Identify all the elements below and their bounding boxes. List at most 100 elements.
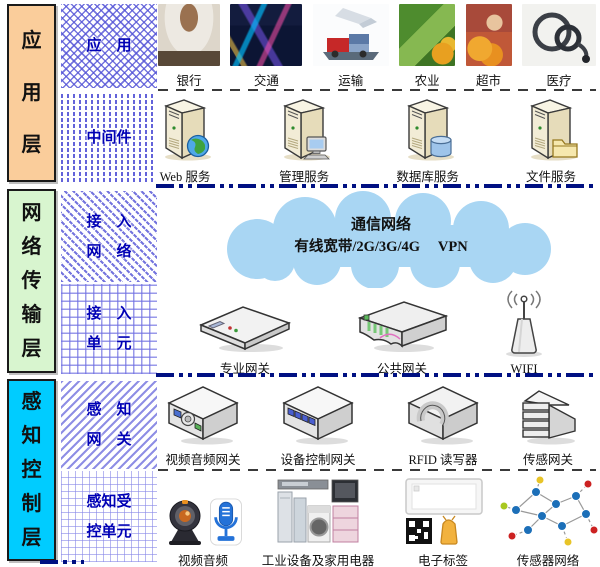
- wifi-label: WIFI: [510, 362, 538, 376]
- sensor-gateway-label: 传感网关: [522, 453, 573, 467]
- device-control-gateway-icon: [282, 386, 354, 445]
- av-devices-label: 视频音频: [177, 554, 228, 567]
- applications-row: 银行 交通 运输 农业: [158, 4, 596, 89]
- sublayer-access-network: 接 入 网 络: [61, 191, 157, 282]
- middleware-row: Web 服务 管理服务 数据库服务: [158, 96, 578, 185]
- server-database-icon: [406, 99, 455, 162]
- sublayer-controlled-unit-line2: 控单元: [86, 522, 132, 540]
- sublayer-access-unit-line1: 接 入: [86, 305, 132, 322]
- service-web: Web 服务: [158, 96, 212, 185]
- dev-av: 视频音频: [165, 476, 242, 567]
- perception-devices-row: 视频音频 工业设备及家用电器: [158, 476, 598, 567]
- application-agriculture: 农业: [399, 4, 456, 89]
- sublayer-access-network-line1: 接 入: [86, 212, 132, 230]
- sublayer-perception-gateway-line1: 感 知: [86, 401, 132, 418]
- qr-code-icon: [406, 518, 432, 544]
- application-logistics: 运输: [312, 4, 389, 89]
- gw-device-control: 设备控制网关: [278, 381, 358, 468]
- dev-appliances: 工业设备及家用电器: [261, 476, 375, 567]
- file-service-label: 文件服务: [525, 170, 576, 184]
- medical-label: 医疗: [546, 74, 572, 88]
- sensor-network-label: 传感器网络: [516, 554, 580, 567]
- supermarket-photo: [465, 4, 512, 66]
- sublayer-application-label: 应 用: [86, 37, 132, 54]
- agriculture-photo: [399, 4, 456, 66]
- layer-application-label: 应用层: [21, 30, 42, 156]
- sublayer-access-unit-line2: 单 元: [86, 335, 132, 352]
- bank-photo: [158, 4, 220, 66]
- database-service-label: 数据库服务: [396, 170, 459, 184]
- separator-dashed-2: [158, 469, 596, 471]
- device-control-gateway-label: 设备控制网关: [280, 453, 356, 467]
- microphone-icon: [209, 498, 242, 546]
- management-service-label: 管理服务: [279, 170, 330, 184]
- sublayer-perception-gateway: 感 知 网 关: [61, 381, 157, 469]
- service-management: 管理服务: [277, 96, 331, 185]
- sublayer-middleware: 中间件: [61, 92, 157, 184]
- unit-wifi: WIFI: [496, 288, 552, 377]
- communication-cloud: 通信网络 有线宽带/2G/3G/4G VPN: [195, 191, 567, 288]
- gw-rfid: RFID 读写器: [403, 381, 483, 468]
- medical-photo: [521, 4, 596, 66]
- sublayer-access-unit: 接 入 单 元: [61, 284, 157, 374]
- cloud-icon: [227, 191, 551, 288]
- service-database: 数据库服务: [396, 96, 459, 185]
- separator-blue-bottom-partial: [40, 560, 84, 564]
- application-traffic: 交通: [230, 4, 303, 89]
- access-units-row: 专业网关 公共网关: [158, 288, 598, 377]
- sublayer-application: 应 用: [61, 4, 157, 88]
- tag-icon: [440, 515, 458, 545]
- av-gateway-label: 视频音频网关: [165, 453, 241, 467]
- separator-blue-2: [156, 373, 598, 377]
- layer-perception-control-label: 感知控制层: [21, 391, 42, 549]
- webcam-mic-icon: [165, 498, 242, 546]
- av-gateway-icon: [167, 386, 239, 445]
- sensor-gateway-icon: [522, 390, 576, 445]
- server-folder-icon: [530, 99, 578, 162]
- webcam-icon: [168, 500, 201, 545]
- logistics-label: 运输: [338, 74, 364, 88]
- server-globe-icon: [164, 99, 212, 162]
- public-gateway-label: 公共网关: [376, 362, 427, 376]
- layer-network-transport-label: 网络传输层: [21, 202, 42, 360]
- supermarket-label: 超市: [476, 74, 502, 88]
- gw-sensor: 传感网关: [513, 381, 583, 468]
- unit-pro-gateway: 专业网关: [193, 288, 297, 377]
- separator-dashed-1: [158, 89, 596, 91]
- web-service-label: Web 服务: [159, 170, 211, 184]
- traffic-photo: [230, 4, 303, 66]
- rfid-reader-icon: [407, 386, 479, 445]
- appliances-label: 工业设备及家用电器: [261, 554, 375, 567]
- sublayer-perception-controlled-unit: 感知受 控单元: [61, 471, 157, 562]
- appliances-icon: [277, 479, 359, 543]
- sensor-network-icon: [499, 476, 598, 546]
- unit-public-gateway: 公共网关: [352, 288, 452, 377]
- perception-gateways-row: 视频音频网关 设备控制网关: [158, 381, 598, 468]
- pro-gateway-label: 专业网关: [219, 362, 270, 376]
- router-icon: [357, 301, 449, 352]
- traffic-label: 交通: [253, 74, 279, 88]
- dev-etag: 电子标签: [397, 476, 489, 567]
- wifi-antenna-icon: [506, 290, 542, 357]
- etag-qrcode-icon: [405, 478, 483, 545]
- application-medical: 医疗: [521, 4, 596, 89]
- sublayer-perception-gateway-line2: 网 关: [86, 431, 132, 448]
- cloud-title: 通信网络: [350, 217, 411, 233]
- sublayer-controlled-unit-line1: 感知受: [86, 492, 132, 510]
- dev-sensor-network: 传感器网络: [498, 476, 598, 567]
- server-monitor-icon: [283, 99, 331, 162]
- stethoscope-illustration: [532, 12, 590, 63]
- sublayer-middleware-label: 中间件: [86, 129, 132, 146]
- etag-label: 电子标签: [417, 554, 468, 567]
- layer-application: 应用层: [7, 4, 56, 182]
- cloud-subtitle: 有线宽带/2G/3G/4G VPN: [294, 239, 468, 255]
- rfid-reader-label: RFID 读写器: [408, 453, 478, 467]
- logistics-illustration: [322, 8, 379, 60]
- bank-label: 银行: [176, 74, 202, 88]
- agriculture-label: 农业: [414, 74, 440, 88]
- layer-network-transport: 网络传输层: [7, 189, 56, 373]
- gw-av: 视频音频网关: [163, 381, 243, 468]
- application-supermarket: 超市: [465, 4, 512, 89]
- layer-perception-control: 感知控制层: [7, 379, 56, 561]
